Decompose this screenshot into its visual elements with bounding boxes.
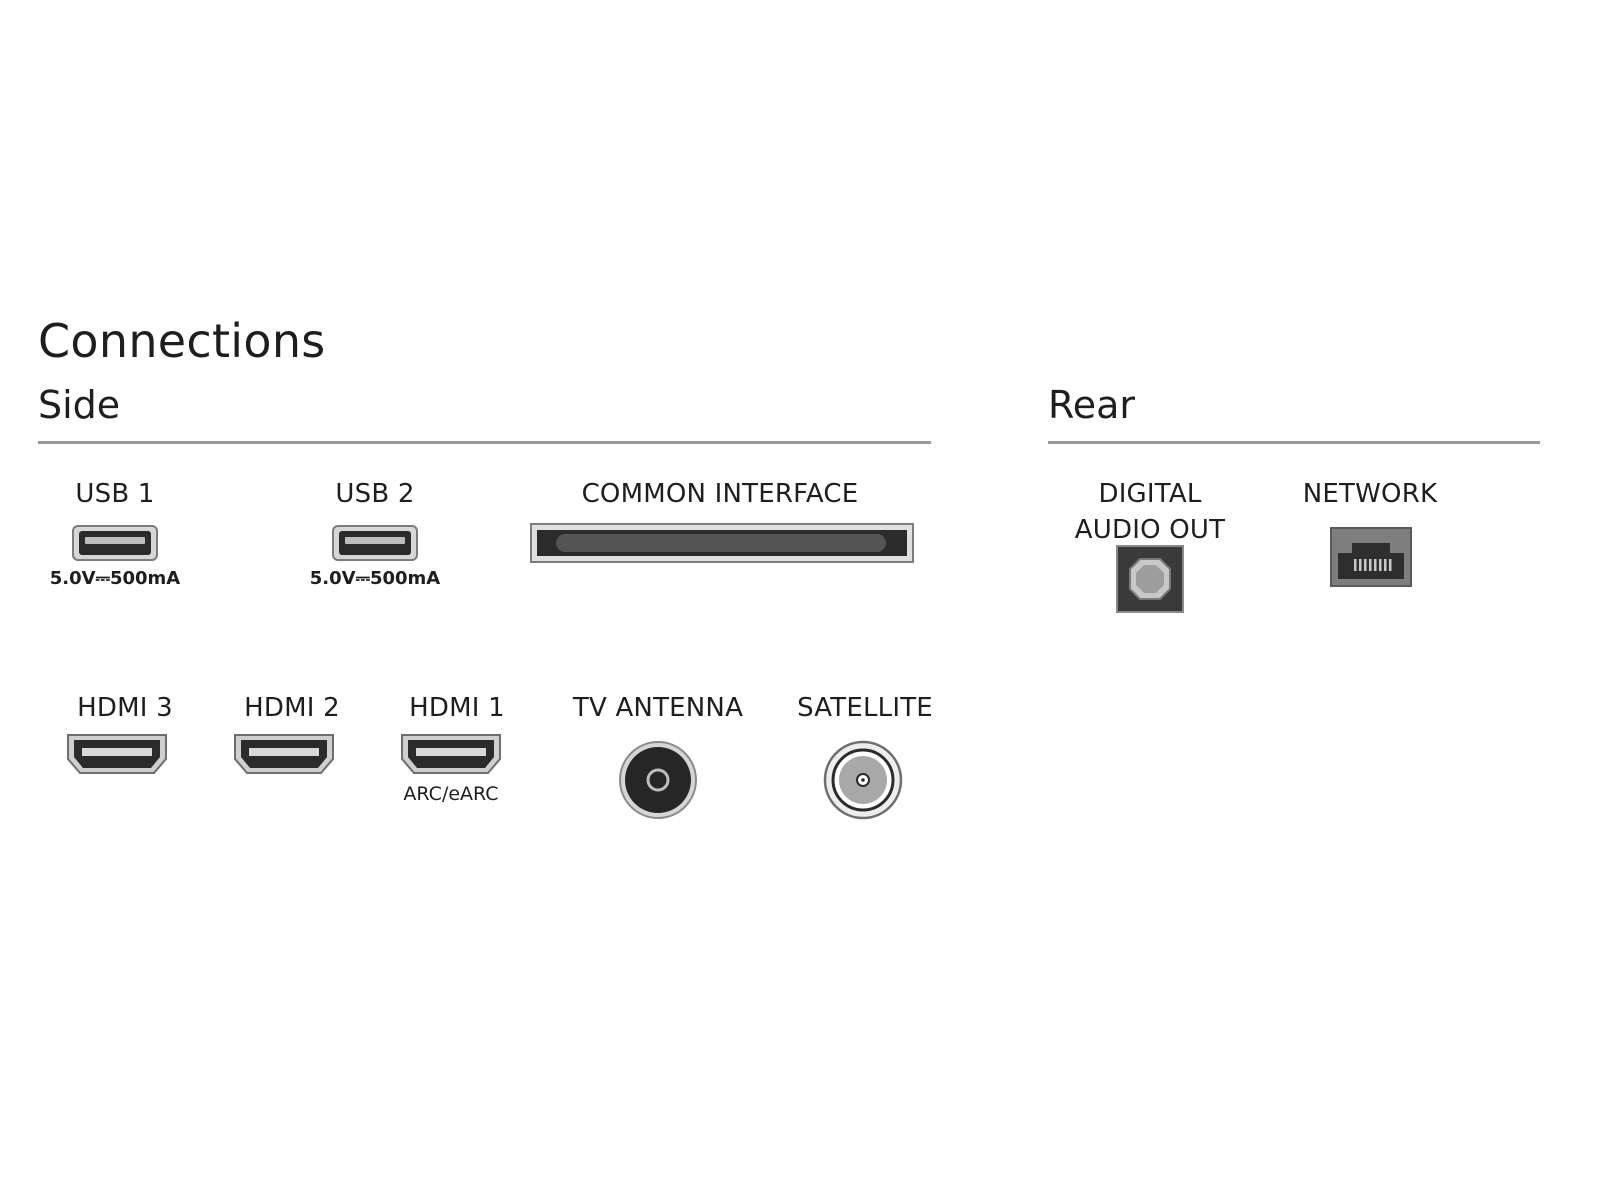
- network-label: NETWORK: [1302, 479, 1438, 509]
- ci-slot-icon: [530, 523, 914, 563]
- tv-antenna-label: TV ANTENNA: [572, 693, 744, 723]
- ethernet-port-icon: [1330, 527, 1412, 587]
- optical-port-icon: [1116, 545, 1184, 613]
- usb2-label: USB 2: [335, 479, 415, 509]
- rear-divider: [1048, 441, 1540, 444]
- satellite-label: SATELLITE: [797, 693, 933, 723]
- rear-heading: Rear: [1048, 383, 1135, 427]
- usb2-rating: 5.0V⎓500mA: [309, 568, 441, 589]
- page-title: Connections: [38, 314, 326, 368]
- hdmi-port-icon: [401, 734, 501, 774]
- usb1-rating: 5.0V⎓500mA: [49, 568, 181, 589]
- hdmi1-label: HDMI 1: [409, 693, 505, 723]
- usb-port-icon: [72, 525, 158, 561]
- usb1-label: USB 1: [75, 479, 155, 509]
- satellite-port-icon: [823, 740, 903, 820]
- usb-port-icon: [332, 525, 418, 561]
- digital-audio-out-label-line2: AUDIO OUT: [1074, 515, 1226, 545]
- hdmi-port-icon: [234, 734, 334, 774]
- hdmi2-label: HDMI 2: [244, 693, 340, 723]
- side-heading: Side: [38, 383, 121, 427]
- common-interface-label: COMMON INTERFACE: [581, 479, 859, 509]
- hdmi3-label: HDMI 3: [77, 693, 173, 723]
- digital-audio-out-label-line1: DIGITAL: [1098, 479, 1202, 509]
- side-divider: [38, 441, 931, 444]
- antenna-port-icon: [619, 741, 697, 819]
- hdmi1-arc-note: ARC/eARC: [403, 783, 499, 805]
- hdmi-port-icon: [67, 734, 167, 774]
